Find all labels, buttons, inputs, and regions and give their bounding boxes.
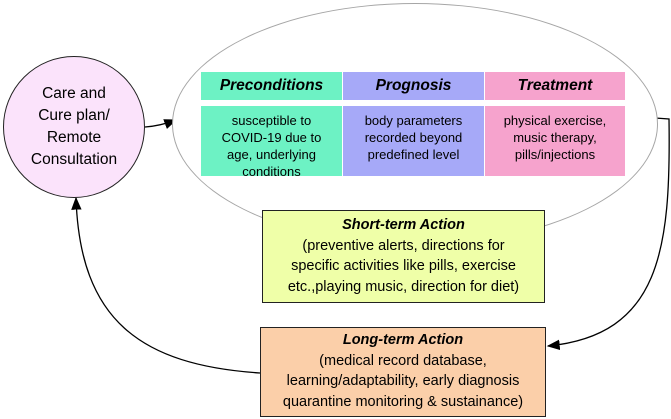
short-term-line: etc.,playing music, direction for diet) xyxy=(287,278,520,295)
long-term-action-box: Long-term Action (medical record databas… xyxy=(260,327,546,417)
cell-treatment: physical exercise, music therapy, pills/… xyxy=(485,106,625,176)
short-term-line: specific activities like pills, exercise xyxy=(291,258,516,274)
short-term-action-box: Short-term Action (preventive alerts, di… xyxy=(262,210,545,303)
long-term-line: quarantine monitoring & sustainance) xyxy=(282,393,524,410)
cell-prognosis: body parameters recorded beyond predefin… xyxy=(343,106,484,176)
care-plan-node: Care and Cure plan/ Remote Consultation xyxy=(3,56,145,198)
long-term-title: Long-term Action xyxy=(342,332,464,348)
long-term-line: learning/adaptability, early diagnosis xyxy=(286,373,520,389)
arrow-long-term-to-care xyxy=(71,196,261,374)
header-preconditions: Preconditions xyxy=(201,72,342,100)
short-term-line: (preventive alerts, directions for xyxy=(302,237,505,254)
header-prognosis: Prognosis xyxy=(343,72,484,100)
short-term-title: Short-term Action xyxy=(342,217,465,233)
arrow-ellipse-to-long-term xyxy=(546,117,670,351)
header-treatment: Treatment xyxy=(485,72,625,100)
care-plan-label: Care and Cure plan/ Remote Consultation xyxy=(30,85,118,168)
long-term-line: (medical record database, xyxy=(319,352,487,369)
cell-preconditions: susceptible to COVID-19 due to age, unde… xyxy=(201,106,342,179)
